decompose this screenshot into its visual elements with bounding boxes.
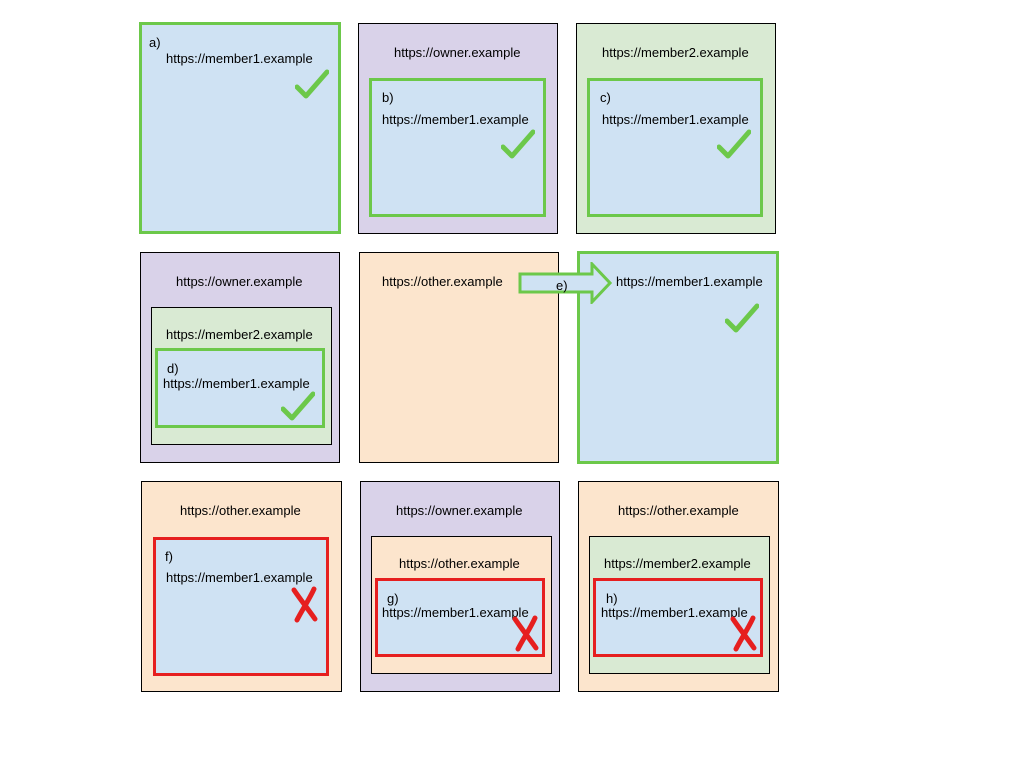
label-a: a) [149,35,161,50]
checkmark-icon [725,303,759,333]
label-e: e) [556,278,568,293]
origin-member1-h: https://member1.example [601,605,748,620]
origin-member1-f: https://member1.example [166,570,313,585]
label-h: h) [606,591,618,606]
origin-member2-c: https://member2.example [602,45,749,60]
cross-icon [730,615,757,652]
label-f: f) [165,549,173,564]
origin-owner-g: https://owner.example [396,503,523,518]
checkmark-icon [717,129,751,159]
checkmark-icon [501,129,535,159]
cross-icon [512,615,539,652]
origin-member2-d: https://member2.example [166,327,313,342]
origin-other-f: https://other.example [180,503,301,518]
frame-h-member1 [593,578,763,657]
origin-member2-h: https://member2.example [604,556,751,571]
origin-member1-a: https://member1.example [166,51,313,66]
origin-other-e: https://other.example [382,274,503,289]
label-g: g) [387,591,399,606]
origin-member1-g: https://member1.example [382,605,529,620]
origin-member1-e: https://member1.example [616,274,763,289]
origin-owner-b: https://owner.example [394,45,521,60]
cross-icon [291,586,318,623]
origin-other-h: https://other.example [618,503,739,518]
label-b: b) [382,90,394,105]
checkmark-icon [281,391,315,421]
label-d: d) [167,361,179,376]
arrow-icon [518,262,612,304]
origin-other-g: https://other.example [399,556,520,571]
frame-e-member1 [577,251,779,464]
checkmark-icon [295,69,329,99]
origin-member1-d: https://member1.example [163,376,310,391]
origin-owner-d: https://owner.example [176,274,303,289]
label-c: c) [600,90,611,105]
frame-a-member1 [139,22,341,234]
frame-f-member1 [153,537,329,676]
origin-member1-b: https://member1.example [382,112,529,127]
origin-member1-c: https://member1.example [602,112,749,127]
